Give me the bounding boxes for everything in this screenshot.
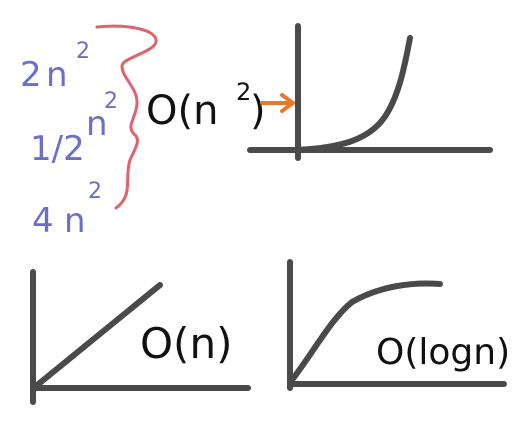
log-curve — [289, 280, 443, 383]
term-2n2: 2 n 2 — [20, 39, 90, 95]
label-quadratic-suffix: ) — [250, 88, 266, 134]
label-logarithmic: O(logn) — [376, 332, 510, 373]
term-4n2-var: n — [64, 201, 86, 241]
label-quadratic-prefix: O(n — [146, 88, 218, 134]
quadratic-curve — [293, 35, 413, 153]
term-4n2-exp: 2 — [88, 179, 102, 204]
term-half-n2-coef: 1/2 — [30, 129, 85, 169]
right-arrow-icon — [260, 93, 295, 113]
right-curly-brace-icon — [95, 24, 158, 210]
label-linear: O(n) — [140, 319, 232, 368]
term-4n2-coef: 4 — [32, 201, 54, 241]
log-graph-axes — [287, 259, 507, 391]
term-2n2-var: n — [46, 55, 68, 95]
term-4n2: 4 n 2 — [32, 179, 102, 241]
label-quadratic: O(n 2 ) — [146, 78, 266, 134]
linear-line — [33, 282, 163, 389]
linear-graph-axes — [30, 269, 251, 405]
label-quadratic-exp: 2 — [236, 78, 251, 106]
quadratic-graph-axes — [247, 23, 493, 161]
term-half-n2: 1/2 n 2 — [30, 89, 118, 169]
term-2n2-exp: 2 — [76, 39, 90, 64]
term-half-n2-var: n — [86, 104, 108, 144]
term-2n2-base: 2 — [20, 55, 42, 95]
term-half-n2-exp: 2 — [104, 89, 118, 114]
